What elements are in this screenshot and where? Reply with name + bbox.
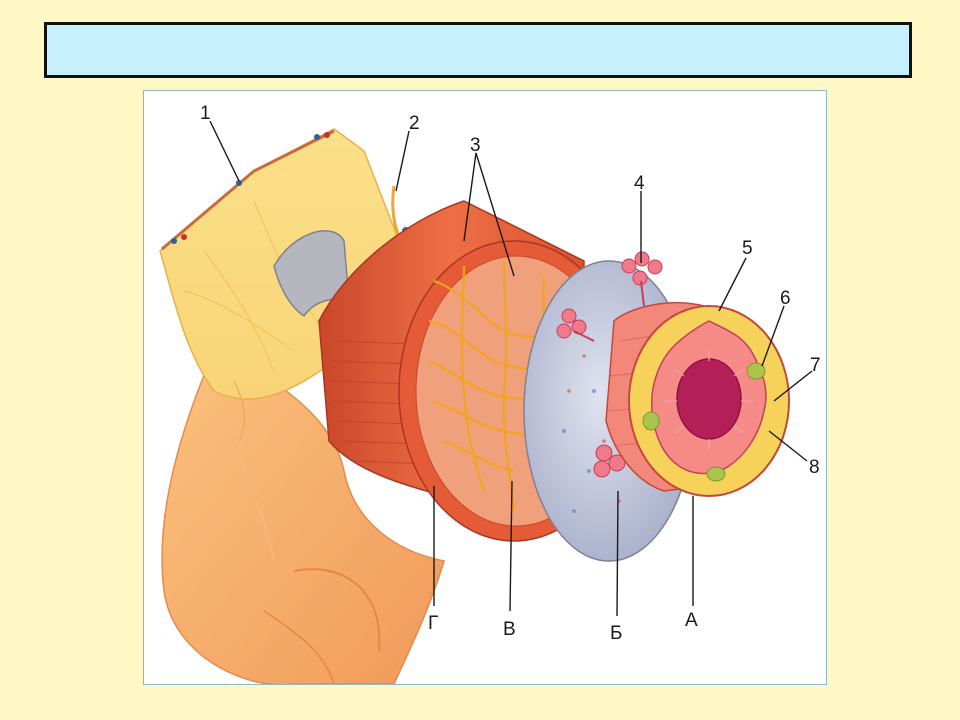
anatomy-figure: 1 2 3 4 5 6 7 8 Г В Б А [143, 90, 827, 685]
label-1: 1 [200, 103, 211, 124]
label-7: 7 [810, 355, 821, 376]
label-b: Б [610, 623, 622, 644]
label-v: В [503, 619, 516, 640]
lymph-nodules [642, 362, 766, 482]
leader-lines [209, 120, 813, 617]
label-4: 4 [634, 173, 645, 194]
gland-clusters [556, 251, 663, 478]
intestine-loop [161, 350, 445, 684]
label-g: Г [428, 613, 438, 634]
title-bar [44, 22, 912, 78]
mesenteric-vessel [161, 129, 335, 251]
intestine-wall-diagram: 1 2 3 4 5 6 7 8 Г В Б А [159, 103, 821, 684]
label-a: А [685, 610, 698, 631]
label-5: 5 [742, 238, 753, 259]
intestinal-lumen [676, 358, 742, 440]
label-6: 6 [780, 288, 791, 309]
label-2: 2 [409, 113, 420, 134]
label-8: 8 [809, 457, 820, 478]
label-3: 3 [470, 135, 481, 156]
